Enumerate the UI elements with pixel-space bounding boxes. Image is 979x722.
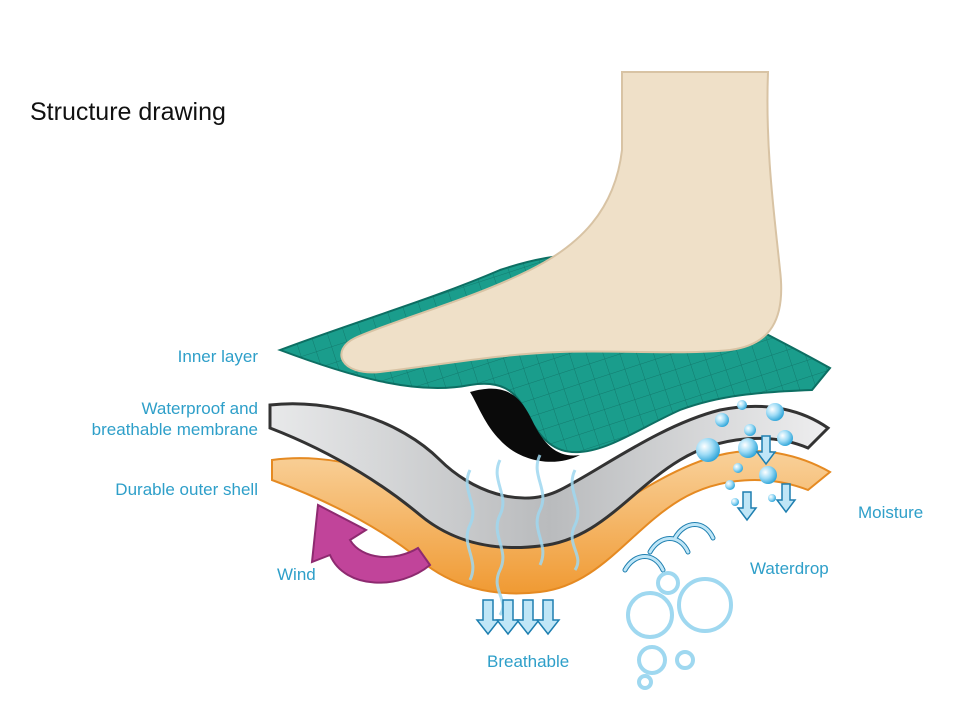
breathable-arrow-icon (475, 599, 561, 636)
label-inner-layer-text: Inner layer (177, 347, 258, 366)
page-title: Structure drawing (30, 98, 226, 126)
label-waterdrop: Waterdrop (750, 559, 829, 578)
waterdrop-icon (622, 522, 733, 690)
label-outer-shell: Durable outer shell (40, 479, 258, 500)
foot-illustration (340, 71, 783, 374)
label-wind: Wind (277, 565, 316, 584)
label-membrane: Waterproof and breathable membrane (30, 398, 258, 440)
label-outer-shell-text: Durable outer shell (115, 480, 258, 499)
label-moisture: Moisture (858, 503, 924, 522)
label-breathable: Breathable (487, 652, 570, 671)
label-membrane-line2: breathable membrane (91, 420, 258, 439)
label-membrane-line1: Waterproof and (141, 399, 258, 418)
moisture-bubble-icon (696, 400, 797, 522)
label-inner-layer: Inner layer (60, 346, 258, 367)
wind-arrow-icon (310, 503, 432, 584)
vapor-lines (465, 454, 580, 616)
